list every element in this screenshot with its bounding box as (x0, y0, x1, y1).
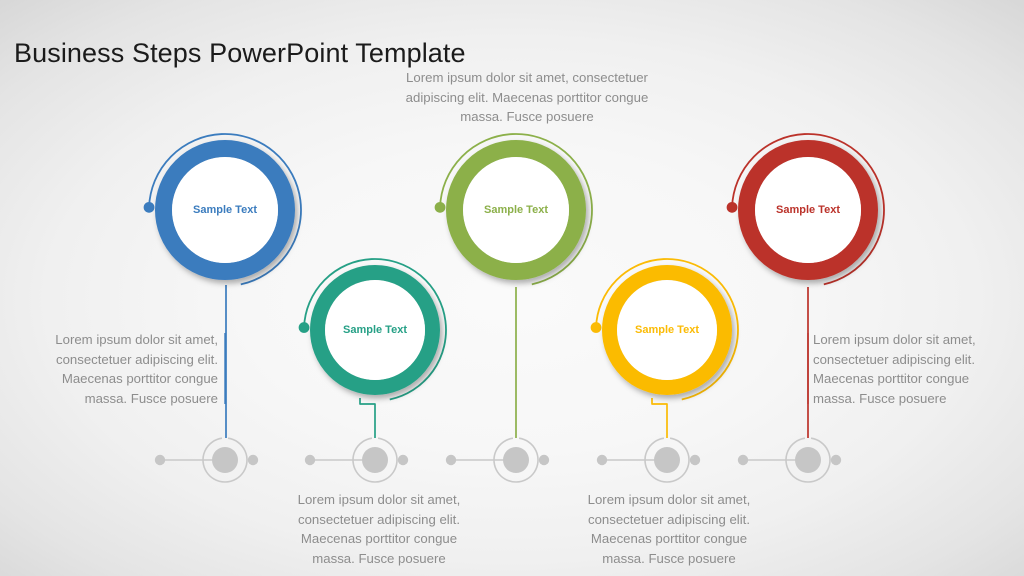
timeline-trail-dot (397, 454, 409, 466)
step-disc-step-teal[interactable] (325, 280, 425, 380)
description-top[interactable]: Lorem ipsum dolor sit amet, consectetuer… (405, 70, 649, 124)
timeline-lead-dot (596, 454, 608, 466)
step-disc-step-green[interactable] (463, 157, 569, 263)
step-connector-step-teal (359, 398, 376, 438)
step-outer-arc-step-green (439, 133, 593, 286)
timeline-trail-dot (538, 454, 550, 466)
step-label-blue[interactable]: Sample Text (193, 204, 257, 216)
description-right[interactable]: Lorem ipsum dolor sit amet, consectetuer… (813, 332, 976, 406)
step-outer-arc-step-teal (303, 258, 447, 401)
step-label-yellow[interactable]: Sample Text (635, 324, 699, 336)
step-ring-step-green[interactable] (446, 140, 586, 280)
step-arc-dot-step-teal (298, 322, 310, 333)
step-disc-step-red[interactable] (755, 157, 861, 263)
timeline-trail-dot (689, 454, 701, 466)
step-ring-step-blue[interactable] (155, 140, 295, 280)
step-outer-arc-step-yellow (595, 258, 739, 401)
description-bottom-1[interactable]: Lorem ipsum dolor sit amet, consectetuer… (297, 492, 461, 566)
step-arc-dot-step-green (434, 201, 446, 213)
timeline-trail-dot (247, 454, 259, 466)
timeline-lead-dot (737, 454, 749, 466)
timeline-ring (644, 437, 690, 483)
step-disc-step-blue[interactable] (172, 157, 278, 263)
description-left[interactable]: Lorem ipsum dolor sit amet, consectetuer… (55, 332, 218, 406)
step-ring-step-yellow[interactable] (602, 265, 732, 395)
step-label-teal[interactable]: Sample Text (343, 324, 407, 336)
step-arc-dot-step-blue (143, 201, 155, 213)
description-bottom-2[interactable]: Lorem ipsum dolor sit amet, consectetuer… (587, 492, 751, 566)
step-label-green[interactable]: Sample Text (484, 204, 548, 216)
step-disc-step-yellow[interactable] (617, 280, 717, 380)
step-connector-step-yellow (651, 398, 668, 438)
step-ring-step-red[interactable] (738, 140, 878, 280)
timeline-lead-dot (304, 454, 316, 466)
timeline-node-dot (795, 447, 821, 473)
page-title: Business Steps PowerPoint Template (14, 38, 466, 69)
timeline-node-dot (212, 447, 238, 473)
timeline-node-dot (654, 447, 680, 473)
timeline-node-dot (362, 447, 388, 473)
timeline-lead-dot (154, 454, 166, 466)
step-arc-dot-step-red (726, 201, 738, 213)
timeline-trail-dot (830, 454, 842, 466)
step-arc-dot-step-yellow (590, 322, 602, 333)
timeline-ring (493, 437, 539, 483)
step-outer-arc-step-blue (148, 133, 302, 286)
timeline-ring (352, 437, 398, 483)
timeline-node-dot (503, 447, 529, 473)
step-label-red[interactable]: Sample Text (776, 204, 840, 216)
timeline-ring (202, 437, 248, 483)
timeline-ring (785, 437, 831, 483)
timeline-lead-dot (445, 454, 457, 466)
step-outer-arc-step-red (731, 133, 885, 286)
step-ring-step-teal[interactable] (310, 265, 440, 395)
